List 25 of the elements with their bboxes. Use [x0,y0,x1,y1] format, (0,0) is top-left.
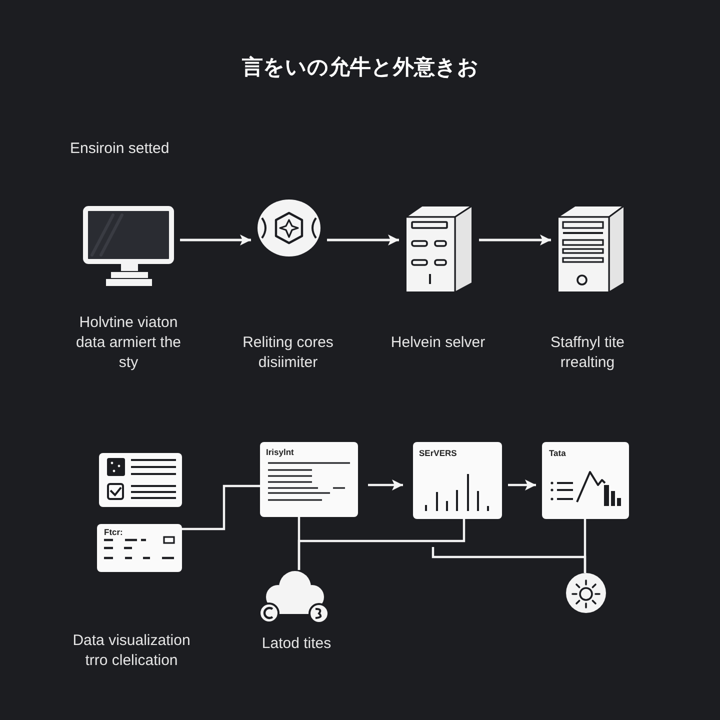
caption: Data visualization trro clelication [72,631,191,671]
document-card [260,442,358,517]
arrow [327,234,399,246]
form-card [97,524,182,572]
arrow [180,234,251,246]
arrow [368,480,403,490]
card-title: Tata [549,448,566,458]
card-title: SErVERS [419,448,457,458]
caption: Reliting cores disiimiter [242,333,334,373]
node-label: Latod tites [261,634,332,654]
node-label: Holvtine viaton data armiert the sty [75,313,182,373]
connector-line [432,547,586,573]
card-title: Ftcr: [104,527,123,537]
node-label: Helvein selver [390,333,486,353]
node-label: Staffnyl tite rrealting [550,333,625,373]
title: 言をいの允牛と外意きお [242,54,479,81]
connector-line [298,519,466,570]
checklist-card [99,453,182,507]
section-label: Ensiroin setted [70,139,170,159]
card-title: Irisylnt [266,447,294,457]
connector-line [182,484,260,530]
chart-card [413,442,502,519]
arrow [508,480,536,490]
arrow [479,234,551,246]
chart-card [542,442,629,519]
